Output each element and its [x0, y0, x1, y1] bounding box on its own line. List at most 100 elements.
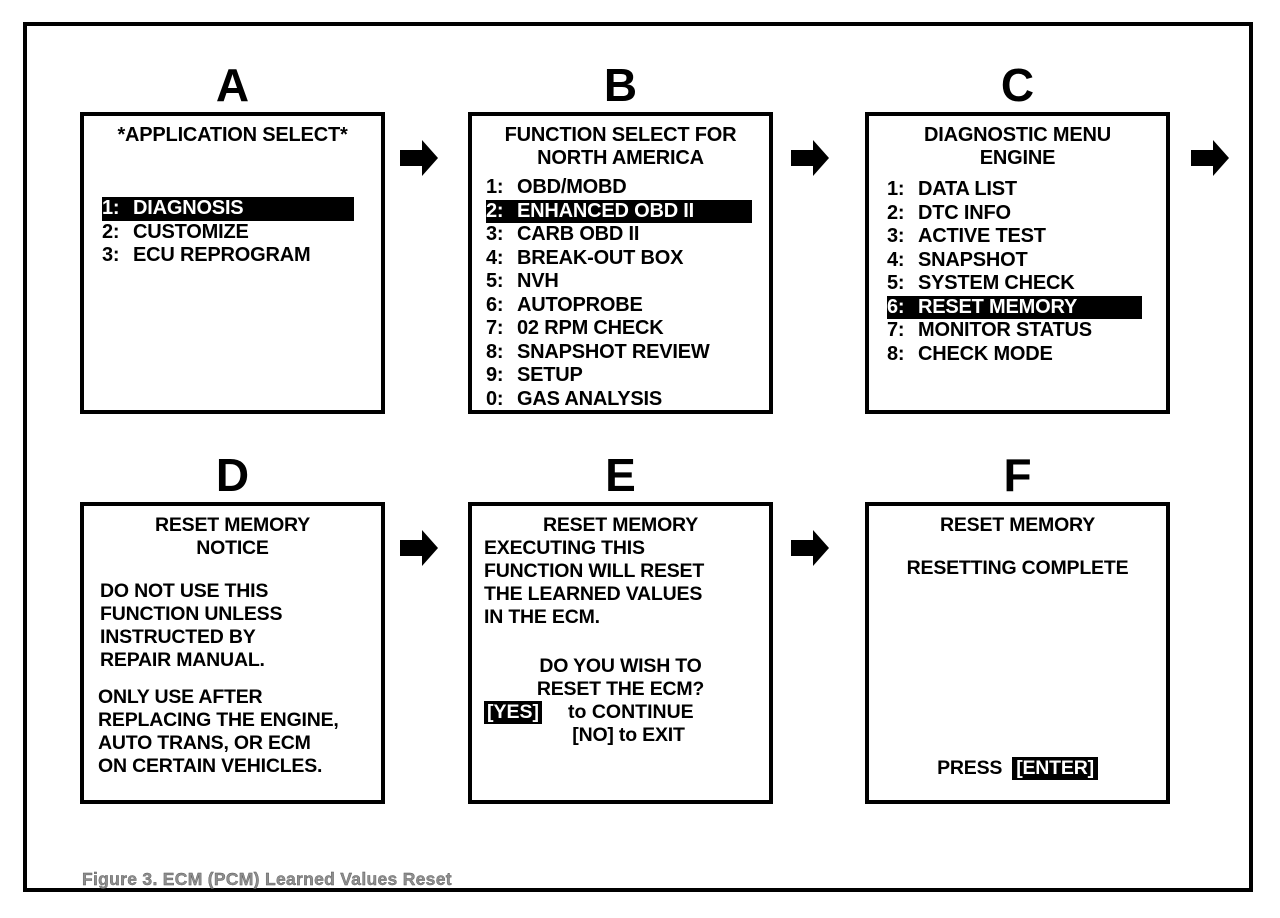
menu-item-label: GAS ANALYSIS — [517, 387, 663, 410]
panel-d: D RESET MEMORY NOTICE DO NOT USE THIS FU… — [80, 452, 385, 804]
menu-item-label: CHECK MODE — [918, 342, 1053, 365]
panel-a-letter: A — [215, 59, 250, 111]
screen-a-title: *APPLICATION SELECT* — [117, 124, 348, 146]
menu-item-02-rpm-check[interactable]: 7: 02 RPM CHECK — [486, 317, 769, 341]
screen-f-title: RESET MEMORY — [939, 514, 1096, 536]
menu-item-gas-analysis[interactable]: 0: GAS ANALYSIS — [486, 387, 769, 411]
menu-item-number: 0: — [486, 387, 504, 410]
panel-c: C DIAGNOSTIC MENU ENGINE 1: DATA LIST 2:… — [865, 62, 1170, 414]
menu-item-number: 5: — [486, 270, 504, 292]
menu-item-number: 1: — [486, 176, 504, 198]
screen-reset-memory-confirm: RESET MEMORY EXECUTING THIS FUNCTION WIL… — [468, 502, 773, 804]
right-arrow-icon — [789, 527, 831, 569]
menu-item-data-list[interactable]: 1: DATA LIST — [887, 178, 1166, 202]
menu-item-label: MONITOR STATUS — [918, 319, 1092, 341]
menu-item-number: 5: — [887, 272, 905, 294]
menu-item-enhanced-obd-ii[interactable]: 2: ENHANCED OBD II — [486, 199, 752, 223]
menu-item-number: 3: — [486, 223, 504, 245]
menu-item-reset-memory[interactable]: 6: RESET MEMORY — [887, 295, 1142, 319]
menu-item-label: 02 RPM CHECK — [517, 317, 664, 339]
menu-item-customize[interactable]: 2: CUSTOMIZE — [102, 221, 381, 245]
menu-item-autoprobe[interactable]: 6: AUTOPROBE — [486, 294, 769, 318]
menu-item-break-out-box[interactable]: 4: BREAK-OUT BOX — [486, 247, 769, 271]
screen-application-select: *APPLICATION SELECT* 1: DIAGNOSIS 2: CUS… — [80, 112, 385, 414]
status-message: RESETTING COMPLETE — [906, 557, 1129, 579]
yes-action-label: to CONTINUE — [568, 701, 694, 723]
press-label: PRESS — [937, 757, 1003, 779]
yes-key-button[interactable]: [YES] — [484, 701, 543, 724]
menu-item-check-mode[interactable]: 8: CHECK MODE — [887, 343, 1166, 367]
menu-item-number: 9: — [486, 364, 504, 386]
menu-item-number: 3: — [887, 225, 905, 247]
panel-c-letter: C — [1000, 59, 1035, 111]
menu-item-label: SNAPSHOT — [918, 248, 1028, 271]
menu-item-number: 1: — [887, 178, 905, 200]
panel-d-letter: D — [215, 449, 250, 501]
enter-key-button[interactable]: [ENTER] — [1012, 757, 1098, 780]
spacer — [472, 629, 769, 655]
menu-item-snapshot[interactable]: 4: SNAPSHOT — [887, 249, 1166, 273]
figure-caption: Figure 3. ECM (PCM) Learned Values Reset — [82, 869, 452, 889]
right-arrow-icon — [398, 137, 440, 179]
menu-item-number: 2: — [887, 201, 905, 224]
screen-function-select: FUNCTION SELECT FOR NORTH AMERICA 1: OBD… — [468, 112, 773, 414]
panel-f: F RESET MEMORY RESETTING COMPLETE PRESS … — [865, 452, 1170, 804]
menu-item-number: 8: — [486, 340, 504, 363]
menu-item-label: SETUP — [517, 364, 583, 386]
menu-item-label: CUSTOMIZE — [133, 220, 249, 243]
menu-item-label: CARB OBD II — [517, 223, 640, 245]
menu-item-number: 2: — [486, 199, 504, 222]
menu-item-obd-mobd[interactable]: 1: OBD/MOBD — [486, 176, 769, 200]
menu-item-diagnosis[interactable]: 1: DIAGNOSIS — [102, 197, 354, 221]
menu-item-label: SNAPSHOT REVIEW — [517, 340, 710, 363]
notice-body-1: DO NOT USE THIS FUNCTION UNLESS INSTRUCT… — [100, 580, 283, 671]
menu-item-active-test[interactable]: 3: ACTIVE TEST — [887, 225, 1166, 249]
confirm-question: DO YOU WISH TO RESET THE ECM? — [536, 655, 705, 700]
menu-item-label: RESET MEMORY — [918, 295, 1078, 318]
menu-item-label: AUTOPROBE — [517, 293, 643, 316]
menu-item-ecu-reprogram[interactable]: 3: ECU REPROGRAM — [102, 244, 381, 268]
menu-item-label: ECU REPROGRAM — [133, 244, 311, 266]
menu-item-setup[interactable]: 9: SETUP — [486, 364, 769, 388]
screen-reset-memory-notice: RESET MEMORY NOTICE DO NOT USE THIS FUNC… — [80, 502, 385, 804]
menu-function-select: 1: OBD/MOBD 2: ENHANCED OBD II 3: CARB O… — [472, 176, 769, 411]
menu-item-system-check[interactable]: 5: SYSTEM CHECK — [887, 272, 1166, 296]
yes-prompt-row: [YES] to CONTINUE — [472, 701, 769, 724]
menu-item-monitor-status[interactable]: 7: MONITOR STATUS — [887, 319, 1166, 343]
screen-b-title: FUNCTION SELECT FOR NORTH AMERICA — [504, 124, 737, 169]
menu-item-snapshot-review[interactable]: 8: SNAPSHOT REVIEW — [486, 341, 769, 365]
press-enter-row: PRESS [ENTER] — [869, 757, 1166, 780]
menu-item-label: NVH — [517, 270, 559, 292]
no-prompt-row[interactable]: [NO] to EXIT — [572, 724, 685, 746]
spacer — [84, 560, 381, 580]
menu-item-label: ENHANCED OBD II — [517, 199, 695, 222]
right-arrow-icon — [789, 137, 831, 179]
menu-item-label: BREAK-OUT BOX — [517, 246, 684, 269]
spacer — [84, 672, 381, 686]
menu-item-label: DATA LIST — [918, 178, 1017, 200]
menu-item-nvh[interactable]: 5: NVH — [486, 270, 769, 294]
panel-b: B FUNCTION SELECT FOR NORTH AMERICA 1: O… — [468, 62, 773, 414]
screen-resetting-complete: RESET MEMORY RESETTING COMPLETE PRESS [E… — [865, 502, 1170, 804]
menu-item-dtc-info[interactable]: 2: DTC INFO — [887, 202, 1166, 226]
menu-item-carb-obd-ii[interactable]: 3: CARB OBD II — [486, 223, 769, 247]
menu-item-label: DTC INFO — [918, 201, 1011, 224]
menu-item-label: ACTIVE TEST — [918, 225, 1046, 247]
right-arrow-icon — [398, 527, 440, 569]
menu-application-select: 1: DIAGNOSIS 2: CUSTOMIZE 3: ECU REPROGR… — [84, 197, 381, 268]
menu-item-number: 8: — [887, 342, 905, 365]
menu-item-number: 1: — [102, 197, 120, 219]
menu-item-number: 7: — [887, 319, 905, 341]
screen-e-title: RESET MEMORY — [542, 514, 699, 536]
panel-e-letter: E — [605, 449, 636, 501]
confirm-body: EXECUTING THIS FUNCTION WILL RESET THE L… — [484, 537, 705, 628]
figure-border: A *APPLICATION SELECT* 1: DIAGNOSIS 2: C… — [23, 22, 1253, 892]
panel-f-letter: F — [1003, 449, 1032, 501]
menu-item-number: 2: — [102, 220, 120, 243]
screen-c-title: DIAGNOSTIC MENU ENGINE — [923, 124, 1111, 169]
spacer — [869, 537, 1166, 557]
menu-item-label: DIAGNOSIS — [133, 197, 244, 219]
menu-item-number: 3: — [102, 244, 120, 266]
menu-item-number: 6: — [486, 293, 504, 316]
menu-item-label: OBD/MOBD — [517, 176, 627, 198]
